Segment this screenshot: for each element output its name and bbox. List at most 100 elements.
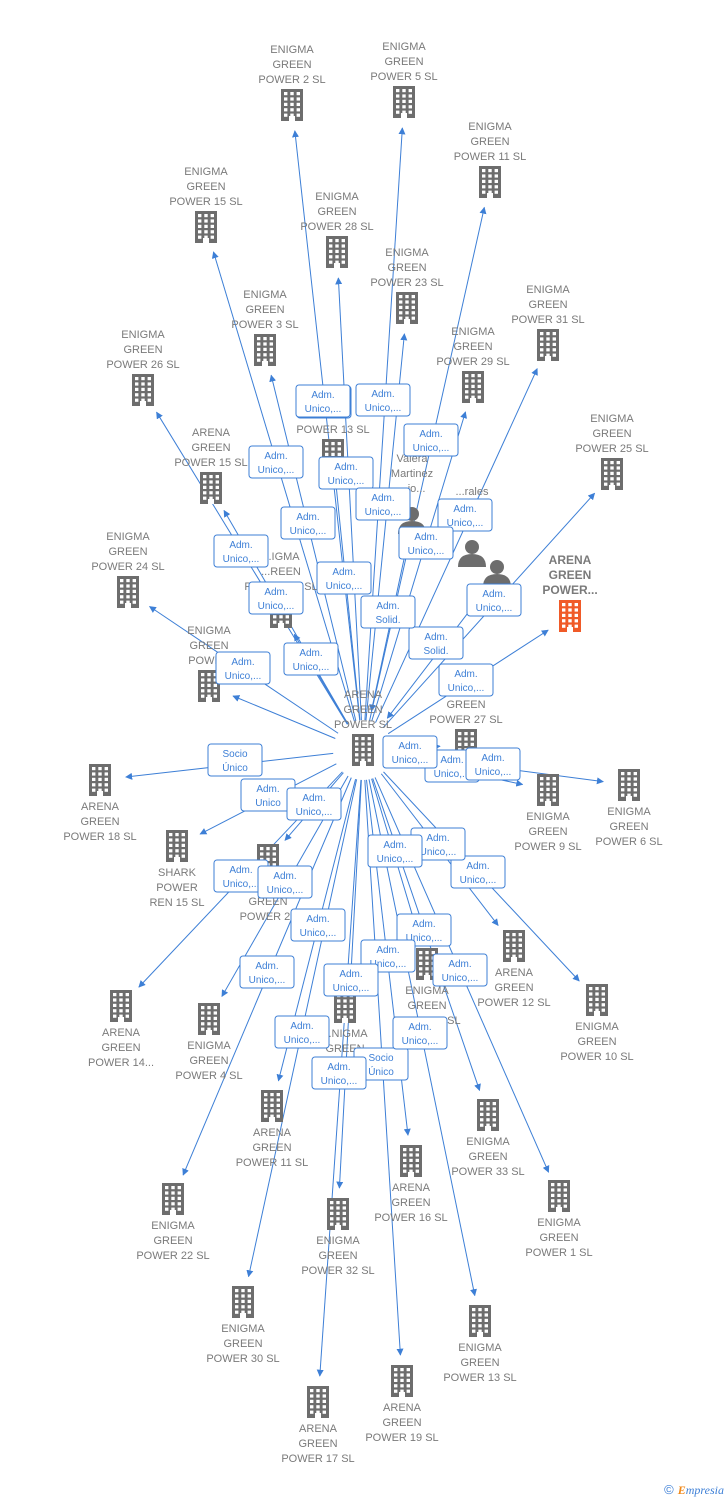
edge-label[interactable]: Adm.Unico,... [465,747,521,781]
edge-label[interactable]: Adm.Unico,... [382,735,438,769]
edge-label-text: Unico,... [333,983,370,994]
edge-label[interactable]: Adm.Unico,... [280,506,336,540]
edge-label[interactable]: Adm.Unico,... [248,581,304,615]
edge-label[interactable]: Adm.Unico,... [323,963,379,997]
node-label: POWER 32 SL [301,1265,374,1277]
edge-label-text: Unico,... [305,404,342,415]
edge-label[interactable]: Adm.Unico,... [398,526,454,560]
edge-label[interactable]: Adm.Unico,... [248,445,304,479]
edge-label[interactable]: Adm.Unico,... [450,855,506,889]
edge-label-text: Unico,... [296,807,333,818]
edge-center-n8 [269,374,357,721]
edge-label[interactable]: Adm.Unico,... [283,642,339,676]
node-label: ENIGMA [590,413,634,425]
edge-label[interactable]: Adm.Unico,... [392,1016,448,1050]
edge-label[interactable]: Adm.Unico,... [438,663,494,697]
node-label: GREEN [343,704,382,716]
edge-center-n3 [369,206,487,721]
node-label: POWER 4 SL [175,1070,242,1082]
edge-label[interactable]: Adm.Unico,... [367,834,423,868]
edge-label[interactable]: Adm.Unico,... [274,1015,330,1049]
node-n17[interactable]: ARENAGREENPOWER... [542,553,598,632]
edge-label-text: Adm. [273,871,296,882]
edge-label[interactable]: Adm.Unico,... [316,561,372,595]
edge-label-text: Adm. [296,512,319,523]
edge-label[interactable]: Adm.Unico,... [311,1056,367,1090]
node-label: POWER 31 SL [511,314,584,326]
node-label: POWER 14... [88,1057,154,1069]
edge-label[interactable]: Adm.Unico,... [355,383,411,417]
edge-center-n7 [375,368,538,723]
edge-center-n2 [364,127,406,721]
node-label: POWER 12 SL [477,997,550,1009]
edge-label[interactable]: Adm.Unico,... [466,583,522,617]
edge-label[interactable]: Adm.Unico,... [290,908,346,942]
node-n16[interactable] [483,560,511,587]
edge-label[interactable]: Adm.Unico,... [215,651,271,685]
edge-label[interactable]: Adm.Unico,... [213,534,269,568]
edge-label[interactable]: Adm.Unico,... [403,423,459,457]
edge-label[interactable]: Adm.Unico,... [410,827,466,861]
node-label: POWER 23 SL [370,277,443,289]
edge-label[interactable]: Adm.Unico,... [257,865,313,899]
node-label: POWER 5 SL [370,71,437,83]
edge-label[interactable]: Adm. Unico,... [295,384,351,418]
node-label: GREEN [384,56,423,68]
edge-label[interactable]: Adm.Unico,... [437,498,493,532]
node-label: ARENA [344,689,383,701]
edge-label-text: Adm. [311,390,334,401]
node-label: ENIGMA [405,985,449,997]
edge-label[interactable]: Adm.Unico,... [318,456,374,490]
edge-label[interactable]: Adm.Unico,... [355,487,411,521]
node-label: ENIGMA [187,625,231,637]
edge-label[interactable]: Adm.Unico,... [432,953,488,987]
edge-label-text: Adm. [481,753,504,764]
edge-label-text: Adm. [424,632,447,643]
edge-label[interactable]: Adm.Solid. [360,595,416,629]
edge-label[interactable]: Adm.Solid. [408,626,464,660]
edge-label-text: Adm. [376,601,399,612]
node-label: POWER 10 SL [560,1051,633,1063]
node-label: ENIGMA [184,166,228,178]
edge-label[interactable]: Adm.Unico,... [286,787,342,821]
edge-label[interactable]: Adm.Unico,... [239,955,295,989]
edge-label-text: Adm. [264,451,287,462]
edge-label-text: Adm. [231,657,254,668]
brand-logo[interactable]: Empresia [677,1483,724,1497]
edge-label-text: Adm. [371,389,394,400]
edge-label[interactable]: Adm.Unico,... [396,913,452,947]
